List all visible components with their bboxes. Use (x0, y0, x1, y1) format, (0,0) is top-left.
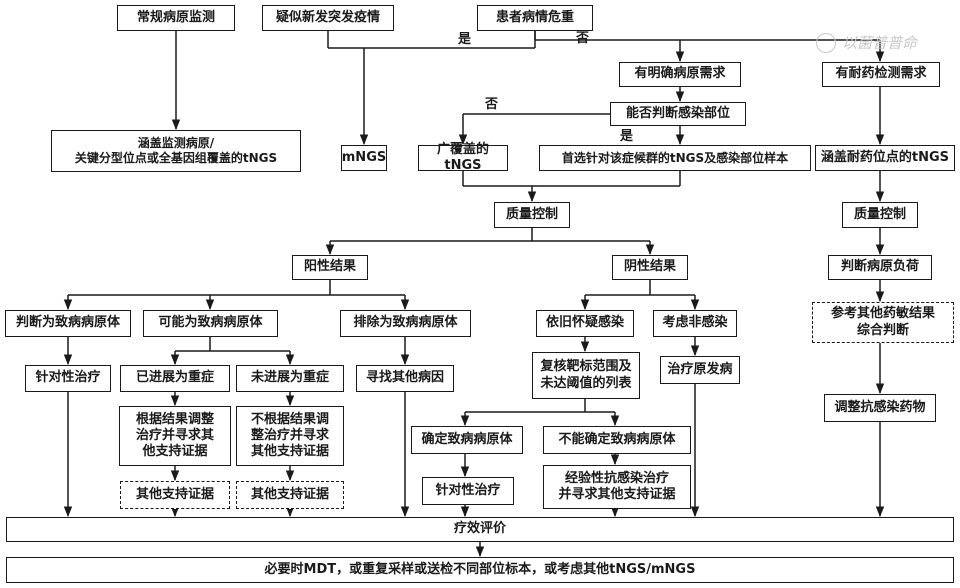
node-qc-right: 质量控制 (842, 202, 918, 228)
watermark-text: 以菌普普命 (842, 34, 918, 52)
node-cannot-confirm: 不能确定致病病原体 (543, 426, 691, 454)
node-is-causative: 判断为致病病原体 (5, 310, 131, 337)
node-other-evidence-1: 其他支持证据 (120, 481, 230, 509)
node-qc-main: 质量控制 (494, 202, 570, 228)
node-treat-primary: 治疗原发病 (660, 356, 740, 384)
node-targeted-tngs: 首选针对该症候群的tNGS及感染部位样本 (539, 145, 811, 171)
node-refer-susceptibility: 参考其他药敏结果 综合判断 (812, 302, 954, 343)
node-not-progressed: 未进展为重症 (236, 365, 344, 392)
watermark-seal-icon (816, 32, 836, 53)
edge-label-no-2: 否 (485, 97, 499, 112)
node-broad-tngs: 广覆盖的tNGS (418, 142, 508, 173)
node-maybe-causative: 可能为致病病原体 (143, 310, 278, 337)
node-resistance-need: 有耐药检测需求 (822, 62, 940, 87)
edge-label-yes-1: 是 (458, 32, 472, 47)
node-routine-monitoring: 常规病原监测 (117, 5, 235, 31)
node-targeted-treatment-1: 针对性治疗 (25, 365, 111, 392)
node-adjust-by-result: 根据结果调整 治疗并寻求其 他支持证据 (119, 406, 231, 466)
node-no-adjust-by-result: 不根据结果调 整治疗并寻求 其他支持证据 (236, 406, 344, 466)
node-targeted-treatment-2: 针对性治疗 (422, 477, 514, 505)
node-excluded-causative: 排除为致病病原体 (340, 310, 471, 337)
node-can-locate-site: 能否判断感染部位 (610, 102, 746, 126)
node-final-step: 必要时MDT，或重复采样或送检不同部位标本，或考虑其他tNGS/mNGS (6, 557, 954, 583)
node-adjust-antiinfective: 调整抗感染药物 (824, 394, 936, 422)
node-recheck-target-list: 复核靶标范围及 未达阈值的列表 (532, 352, 640, 399)
node-panel-typing: 涵盖监测病原/ 关键分型位点或全基因组覆盖的tNGS (51, 130, 301, 172)
node-find-other-cause: 寻找其他病因 (356, 365, 454, 392)
node-suspected-outbreak: 疑似新发突发疫情 (262, 5, 394, 31)
node-critical-patient: 患者病情危重 (477, 5, 593, 31)
node-efficacy-eval: 疗效评价 (6, 517, 954, 542)
edge-label-no-1: 否 (576, 31, 590, 46)
node-progressed-severe: 已进展为重症 (120, 365, 230, 392)
node-positive-result: 阳性结果 (292, 255, 368, 280)
node-consider-noninfection: 考虑非感染 (653, 310, 737, 337)
node-resistance-tngs: 涵盖耐药位点的tNGS (815, 145, 955, 171)
node-still-suspect: 依旧怀疑感染 (536, 310, 634, 337)
edge-label-yes-2: 是 (620, 129, 634, 144)
watermark: 以菌普普命 (816, 32, 917, 53)
node-judge-load: 判断病原负荷 (828, 255, 932, 280)
node-negative-result: 阴性结果 (612, 255, 688, 280)
node-mngs: mNGS (341, 145, 387, 171)
node-clear-pathogen-need: 有明确病原需求 (619, 62, 741, 87)
node-confirmed-causative: 确定致病病原体 (411, 426, 523, 454)
node-empirical-treatment: 经验性抗感染治疗 并寻求其他支持证据 (543, 465, 691, 509)
node-other-evidence-2: 其他支持证据 (236, 481, 344, 509)
